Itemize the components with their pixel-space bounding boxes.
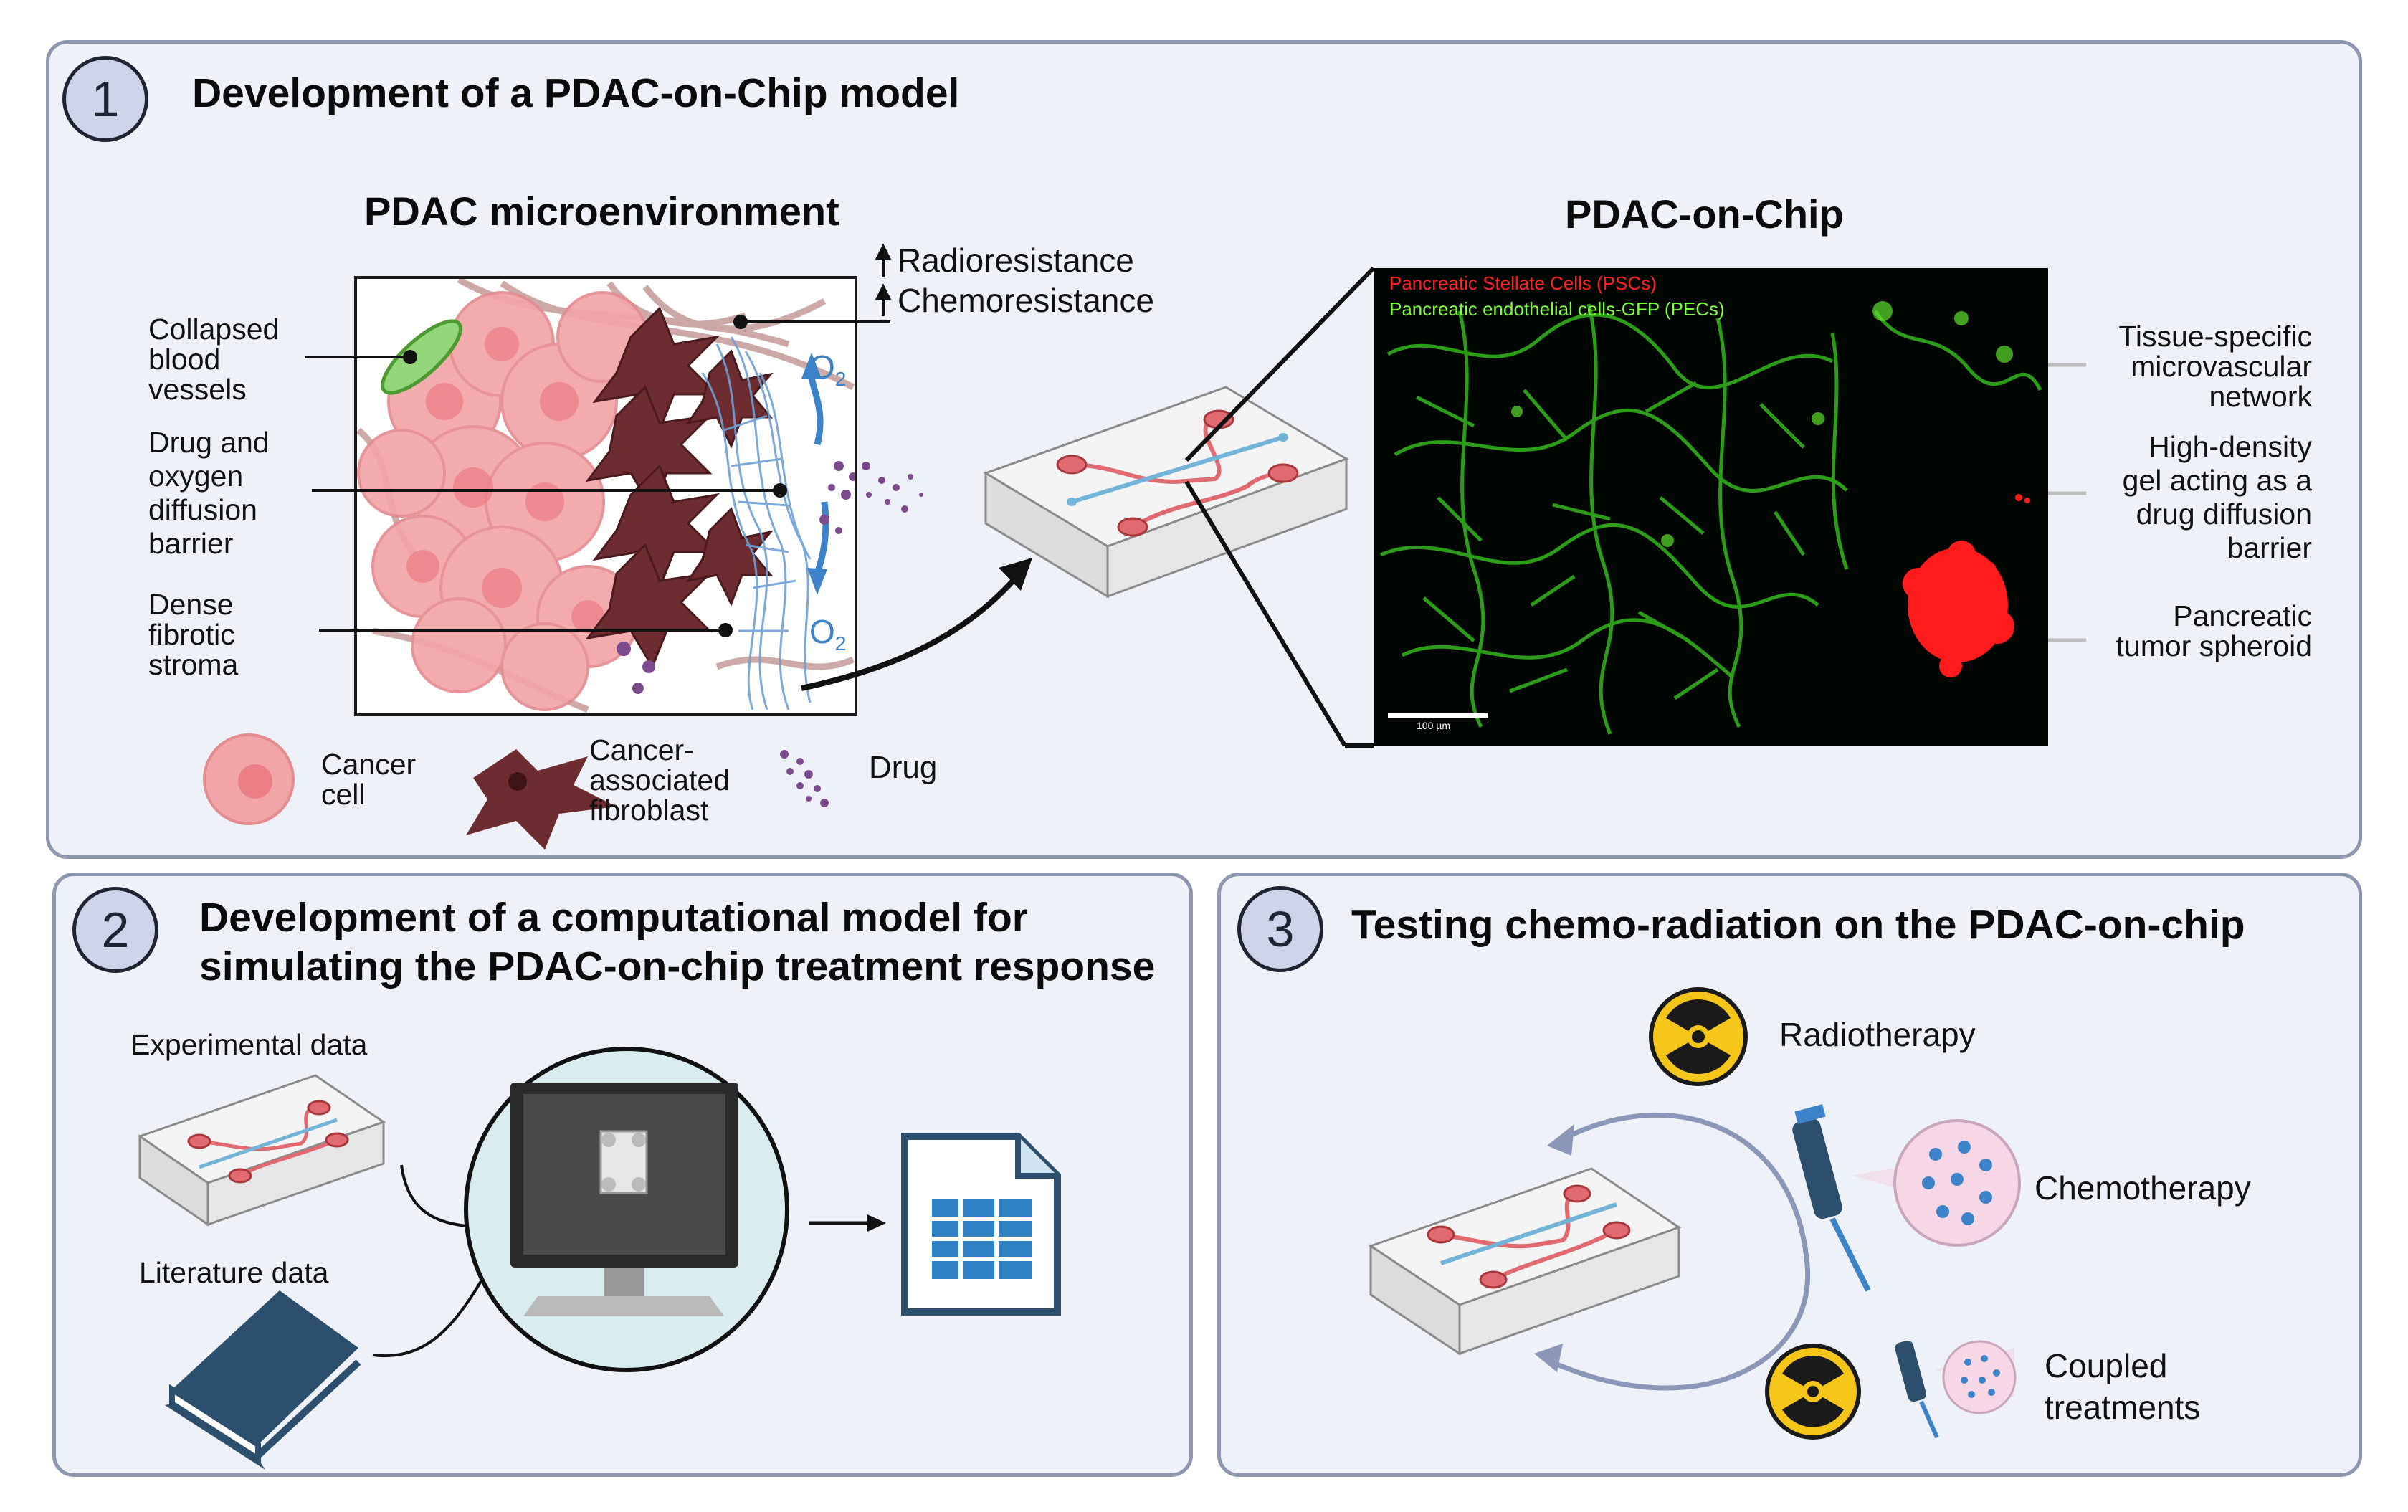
spreadsheet-file-icon [901, 1133, 1061, 1316]
chip-device-panel1 [983, 386, 1349, 599]
legend-drug-label: Drug [869, 750, 938, 785]
microenvironment-title: PDAC microenvironment [364, 189, 839, 234]
chip-device-panel3 [1368, 1167, 1682, 1356]
radiation-icon-bottom [1765, 1344, 1861, 1440]
pec-label: Pancreatic endothelial cells-GFP (PECs) [1389, 298, 1725, 320]
panel-3-title: Testing chemo-radiation on the PDAC-on-c… [1351, 902, 2245, 948]
to-chip-arrow [801, 577, 1017, 691]
left-leader-lines [305, 320, 890, 632]
coupled-drug-circle [1942, 1340, 2017, 1414]
treatment-cycle-arrow [1551, 1112, 1811, 1391]
drug-dots [862, 462, 923, 513]
radiotherapy-label: Radiotherapy [1779, 1016, 1976, 1053]
radiation-icon-top [1649, 987, 1748, 1086]
micrograph-network [1379, 301, 2042, 735]
psc-label: Pancreatic Stellate Cells (PSCs) [1389, 272, 1657, 294]
chemotherapy-label: Chemotherapy [2035, 1169, 2251, 1207]
legend-drug-icon [780, 750, 829, 807]
experimental-chip-icon [137, 1074, 386, 1227]
scale-label: 100 µm [1417, 720, 1450, 731]
experimental-data-label: Experimental data [130, 1028, 368, 1061]
resistance-arrows [875, 243, 892, 316]
fluorescence-micrograph: Pancreatic Stellate Cells (PSCs) Pancrea… [1374, 268, 2048, 746]
chemoresistance-label: Chemoresistance [898, 282, 1154, 319]
panel-2-title: Development of a computational model for… [199, 895, 1156, 989]
literature-data-label: Literature data [139, 1256, 329, 1289]
chip-title: PDAC-on-Chip [1565, 191, 1844, 237]
computer-monitor-icon [510, 1083, 738, 1316]
panel-1-title: Development of a PDAC-on-Chip model [192, 70, 960, 116]
tumor-spheroid [1903, 494, 2030, 677]
panel-1-number: 1 [62, 56, 148, 142]
book-icon [165, 1290, 361, 1470]
tumor-scene [356, 277, 856, 715]
zoom-lines [1184, 266, 1376, 748]
legend-fibroblast-icon [466, 749, 617, 850]
legend-cancer-cell-icon [203, 733, 295, 825]
panel-3-number: 3 [1237, 886, 1323, 972]
radioresistance-label: Radioresistance [898, 242, 1134, 279]
panel-2-number: 2 [72, 887, 158, 973]
scale-bar [1388, 713, 1488, 718]
